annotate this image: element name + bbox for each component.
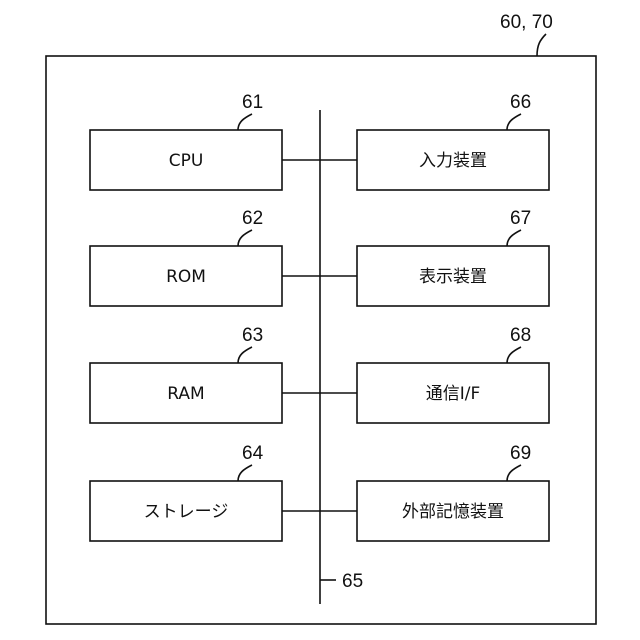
ram-label: RAM xyxy=(167,384,204,404)
storage-label: ストレージ xyxy=(144,502,229,522)
input-device-label: 入力装置 xyxy=(419,151,487,171)
external-storage-ref: 69 xyxy=(510,443,531,464)
cpu-label: CPU xyxy=(169,151,204,171)
input-device-ref-leader xyxy=(507,114,521,130)
storage-ref: 64 xyxy=(242,443,264,464)
block-external-storage: 外部記憶装置 69 xyxy=(320,443,549,541)
block-rom: ROM 62 xyxy=(90,208,320,306)
cpu-ref-leader xyxy=(238,114,252,130)
comm-interface-ref-leader xyxy=(507,347,521,363)
display-device-ref: 67 xyxy=(510,208,531,229)
outer-ref-label: 60, 70 xyxy=(500,12,553,33)
external-storage-label: 外部記憶装置 xyxy=(402,502,504,522)
external-storage-ref-leader xyxy=(507,465,521,481)
input-device-ref: 66 xyxy=(510,92,531,113)
ram-ref-leader xyxy=(238,347,252,363)
rom-ref-leader xyxy=(238,230,252,246)
rom-label: ROM xyxy=(166,267,206,287)
comm-interface-ref: 68 xyxy=(510,325,531,346)
block-ram: RAM 63 xyxy=(90,325,320,423)
rom-ref: 62 xyxy=(242,208,263,229)
display-device-ref-leader xyxy=(507,230,521,246)
bus-ref-label: 65 xyxy=(342,571,363,592)
comm-interface-label: 通信I/F xyxy=(426,384,481,404)
block-storage: ストレージ 64 xyxy=(90,443,320,541)
ram-ref: 63 xyxy=(242,325,263,346)
cpu-ref: 61 xyxy=(242,92,263,113)
display-device-label: 表示装置 xyxy=(419,267,487,287)
block-comm-interface: 通信I/F 68 xyxy=(320,325,549,423)
storage-ref-leader xyxy=(238,465,252,481)
outer-ref-leader xyxy=(537,34,546,56)
block-display-device: 表示装置 67 xyxy=(320,208,549,306)
block-cpu: CPU 61 xyxy=(90,92,320,190)
block-input-device: 入力装置 66 xyxy=(320,92,549,190)
